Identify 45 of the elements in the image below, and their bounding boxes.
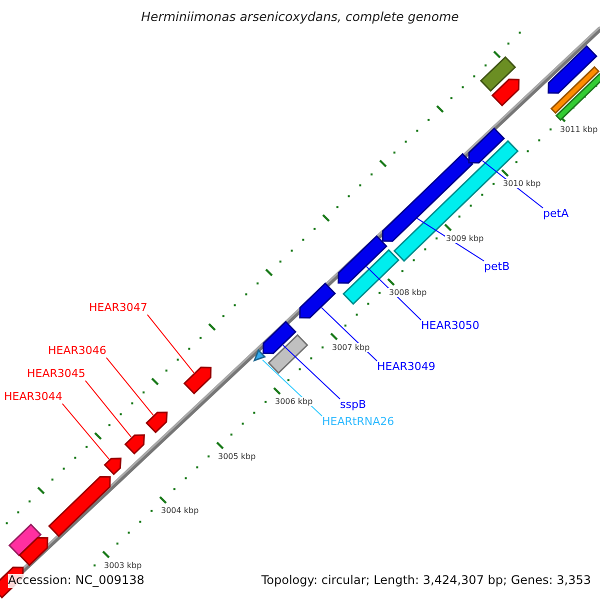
gene-label: HEAR3046	[48, 345, 106, 358]
tick-label: 3004 kbp	[160, 506, 200, 516]
genome-summary-text: Topology: circular; Length: 3,424,307 bp; Genes: 3,353	[261, 574, 591, 588]
gene-label: sspB	[340, 399, 366, 412]
leader-line	[62, 403, 110, 460]
leader-line	[84, 380, 132, 438]
gene-label: HEARtRNA26	[322, 416, 394, 429]
gene-block	[550, 66, 600, 114]
tick-label: 3009 kbp	[445, 234, 485, 243]
gene-label: HEAR3047	[89, 302, 148, 315]
gene-block	[468, 127, 506, 164]
leader-line	[282, 344, 340, 400]
gene-block	[183, 366, 212, 395]
gene-block	[104, 458, 122, 476]
gene-label: HEAR3049	[377, 361, 436, 374]
gene-block	[18, 536, 48, 566]
tick-label: 3005 kbp	[217, 452, 257, 461]
tick-label: 3011 kbp	[559, 124, 599, 134]
diagram-title: Herminiimonas arsenicoxydans, complete genome	[140, 10, 460, 24]
accession-text: Accession: NC_009138	[8, 574, 144, 588]
leader-line	[106, 357, 154, 416]
gene-label: petB	[484, 261, 510, 274]
gene-block	[146, 412, 168, 434]
gene-block	[491, 78, 520, 107]
tick-label: 3007 kbp	[331, 342, 371, 352]
gene-block	[338, 235, 388, 284]
gene-block	[48, 476, 111, 538]
leader-line	[146, 314, 194, 374]
gene-label: HEAR3045	[27, 368, 86, 381]
gene-block	[299, 282, 336, 319]
tick-label: 3008 kbp	[388, 288, 428, 298]
tick-label: 3010 kbp	[502, 179, 542, 188]
gene-block	[8, 523, 42, 557]
gene-block	[262, 320, 297, 354]
tick-label: 3003 kbp	[103, 560, 143, 570]
gene-block	[124, 434, 145, 455]
gene-label: HEAR3044	[4, 391, 62, 404]
gene-block	[268, 334, 308, 374]
tick-label: 3006 kbp	[274, 397, 314, 406]
gene-block	[480, 56, 516, 92]
trna-marker	[253, 348, 266, 362]
gene-label: HEAR3050	[421, 320, 480, 333]
gene-block	[548, 45, 598, 94]
gene-label: petA	[543, 208, 569, 221]
gene-block	[555, 72, 600, 122]
